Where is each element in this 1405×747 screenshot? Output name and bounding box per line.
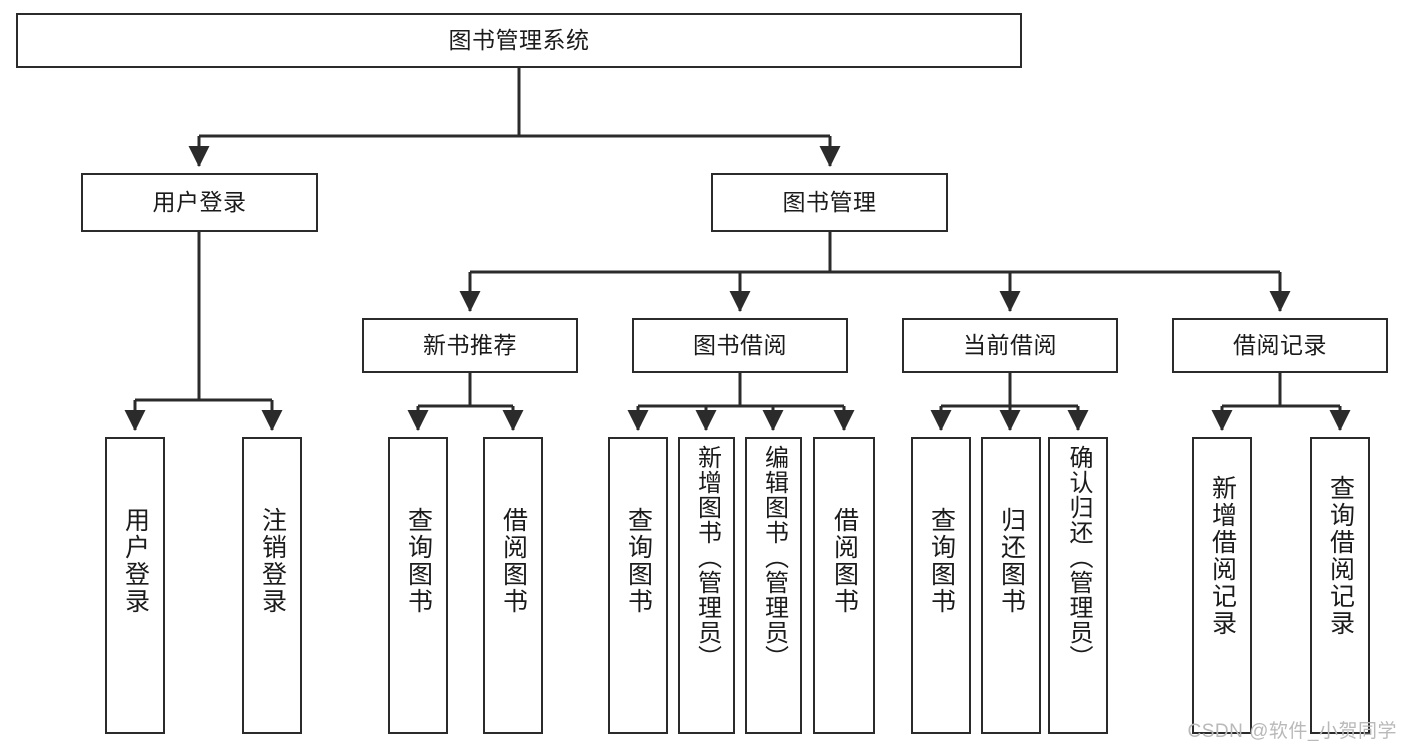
node-leaf-query-borrow-record-label: 查询借阅记录: [1326, 475, 1355, 637]
node-leaf-borrow-book[interactable]: 借阅图书: [813, 437, 875, 734]
node-book-borrow-label: 图书借阅: [693, 332, 787, 359]
node-leaf-return-book[interactable]: 归还图书: [981, 437, 1041, 734]
node-leaf-confirm-return-admin[interactable]: 确认归还（管理员）: [1048, 437, 1108, 734]
node-new-book-rec[interactable]: 新书推荐: [362, 318, 578, 373]
node-leaf-query-book-borrow[interactable]: 查询图书: [608, 437, 668, 734]
csdn-watermark: CSDN @软件_小贺同学: [1187, 721, 1397, 742]
node-leaf-borrow-book-rec-label: 借阅图书: [499, 507, 528, 615]
node-user-login[interactable]: 用户登录: [81, 173, 318, 232]
node-leaf-user-login-label: 用户登录: [121, 507, 150, 615]
node-leaf-borrow-book-label: 借阅图书: [830, 507, 859, 615]
node-leaf-query-book-rec-label: 查询图书: [404, 507, 433, 615]
node-book-manage-label: 图书管理: [782, 189, 877, 216]
node-leaf-query-borrow-record[interactable]: 查询借阅记录: [1310, 437, 1370, 734]
node-leaf-borrow-book-rec[interactable]: 借阅图书: [483, 437, 543, 734]
node-leaf-user-login[interactable]: 用户登录: [105, 437, 165, 734]
node-leaf-edit-book-admin[interactable]: 编辑图书（管理员）: [745, 437, 802, 734]
node-borrow-record-label: 借阅记录: [1233, 332, 1327, 359]
node-borrow-record[interactable]: 借阅记录: [1172, 318, 1388, 373]
node-new-book-rec-label: 新书推荐: [423, 332, 517, 359]
node-book-borrow[interactable]: 图书借阅: [632, 318, 848, 373]
node-leaf-confirm-return-admin-label: 确认归还（管理员）: [1065, 445, 1092, 670]
node-leaf-query-book-borrow-label: 查询图书: [624, 507, 653, 615]
node-current-borrow[interactable]: 当前借阅: [902, 318, 1118, 373]
node-leaf-query-book-current-label: 查询图书: [927, 507, 956, 615]
node-leaf-add-borrow-record[interactable]: 新增借阅记录: [1192, 437, 1252, 734]
node-leaf-user-logout[interactable]: 注销登录: [242, 437, 302, 734]
node-leaf-add-book-admin-label: 新增图书（管理员）: [693, 445, 721, 670]
node-leaf-edit-book-admin-label: 编辑图书（管理员）: [760, 445, 788, 670]
node-book-manage[interactable]: 图书管理: [711, 173, 948, 232]
node-leaf-query-book-current[interactable]: 查询图书: [911, 437, 971, 734]
node-current-borrow-label: 当前借阅: [963, 332, 1057, 359]
node-leaf-add-borrow-record-label: 新增借阅记录: [1208, 475, 1237, 637]
node-leaf-user-logout-label: 注销登录: [258, 507, 287, 615]
node-root-label: 图书管理系统: [448, 27, 590, 54]
node-root[interactable]: 图书管理系统: [16, 13, 1022, 68]
node-user-login-label: 用户登录: [152, 189, 247, 216]
node-leaf-query-book-rec[interactable]: 查询图书: [388, 437, 448, 734]
node-leaf-add-book-admin[interactable]: 新增图书（管理员）: [678, 437, 735, 734]
node-leaf-return-book-label: 归还图书: [997, 507, 1026, 615]
